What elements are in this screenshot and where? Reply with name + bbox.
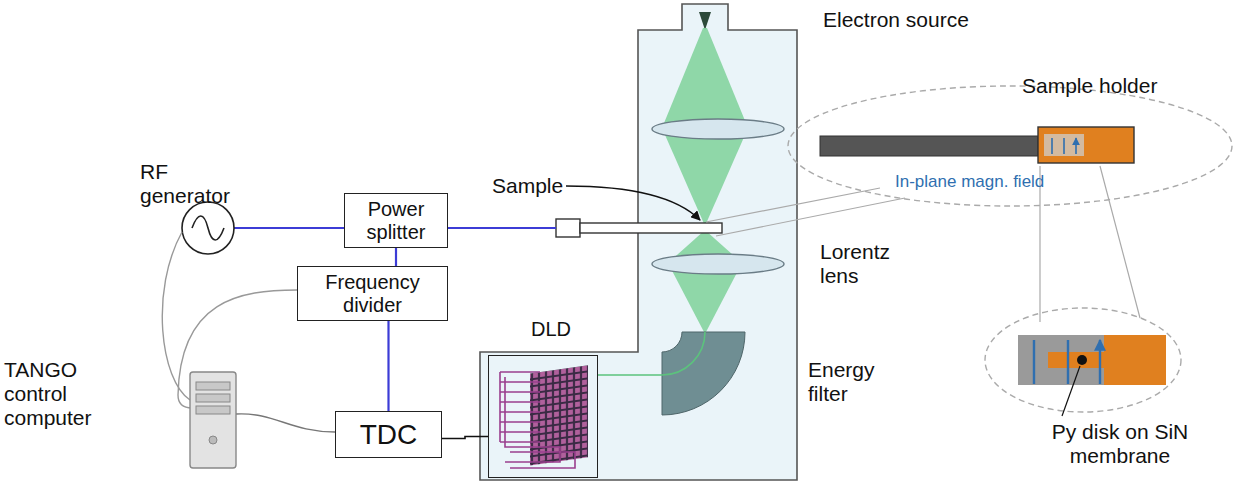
part-label: Sample holder	[1022, 74, 1237, 98]
part-label: Energy filter	[808, 358, 908, 406]
zoom-outline	[788, 86, 1232, 206]
detector-grid	[530, 365, 588, 465]
part-label: In-plane magn. field	[895, 172, 1115, 192]
holder-rod	[820, 136, 1038, 156]
zoom-leader	[706, 188, 905, 236]
box-label: Power splitter	[351, 198, 441, 243]
signal-cable	[442, 437, 488, 439]
leader-line	[566, 186, 700, 220]
leader-line	[1062, 366, 1080, 416]
holder-strip	[1048, 352, 1104, 368]
sin-membrane	[1018, 335, 1104, 385]
holder-window	[1044, 134, 1084, 156]
control-wire	[236, 414, 335, 432]
electron-beam	[668, 230, 742, 332]
box-label: Frequency divider	[304, 271, 441, 316]
rf-generator-symbol	[182, 202, 234, 254]
control-wire	[162, 232, 190, 400]
part-label: RF generator	[140, 160, 260, 208]
holder-frame	[1104, 335, 1166, 385]
holder-tip	[1038, 127, 1134, 163]
electron-source-tip	[699, 12, 711, 30]
part-label: TANGO control computer	[4, 358, 124, 430]
computer-drive	[196, 382, 230, 390]
box-label: TDC	[360, 419, 418, 450]
sample-rod-connector	[556, 219, 580, 237]
signal-cable	[387, 321, 389, 411]
lorentz-lens	[652, 254, 784, 274]
zoom-outline	[985, 308, 1181, 412]
sample-rod	[580, 223, 722, 233]
computer-drive	[196, 406, 230, 414]
field-arrow	[1034, 340, 1100, 384]
signal-cable	[395, 248, 397, 266]
device-box: Frequency divider	[297, 266, 448, 321]
device-box: Power splitter	[344, 193, 448, 248]
device-box: TDC	[335, 411, 442, 458]
box-heading: DLD	[531, 318, 571, 341]
sine-symbol	[192, 216, 224, 240]
microscope-housing	[480, 4, 797, 480]
part-label: Py disk on SiN membrane	[1005, 420, 1235, 468]
detector-box: DLD	[488, 355, 598, 478]
part-label: Lorentz lens	[820, 240, 920, 288]
control-wire	[178, 290, 297, 408]
computer-drive	[196, 394, 230, 402]
py-disk	[1077, 355, 1087, 365]
part-label: Sample	[492, 174, 572, 198]
beam-path	[598, 332, 705, 375]
computer-button	[209, 436, 217, 444]
part-label: Electron source	[823, 8, 973, 32]
field-arrow	[1052, 138, 1076, 154]
zoom-leader	[1040, 166, 1140, 322]
detector-wires	[500, 372, 575, 468]
condenser-lens	[652, 119, 784, 139]
computer-icon	[190, 372, 236, 468]
